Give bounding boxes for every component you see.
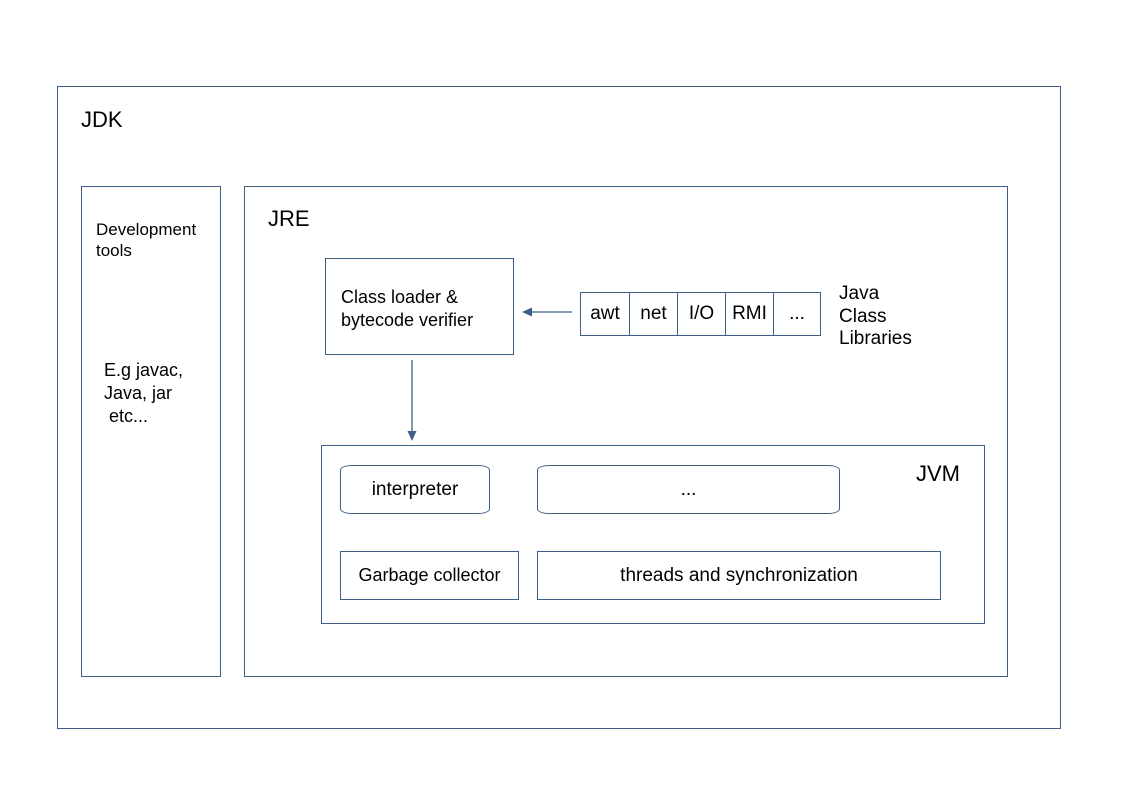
- library-rmi: RMI: [726, 293, 774, 335]
- library-net: net: [630, 293, 678, 335]
- jvm-label: JVM: [916, 461, 960, 486]
- library-awt: awt: [581, 293, 630, 335]
- threads-label: threads and synchronization: [620, 564, 858, 586]
- garbage-collector-label: Garbage collector: [358, 565, 501, 585]
- jdk-label: JDK: [81, 107, 123, 132]
- class-libraries-strip: awt net I/O RMI ...: [580, 292, 821, 336]
- threads-box: threads and synchronization: [537, 551, 941, 600]
- jvm-other-label: ...: [680, 478, 697, 500]
- interpreter-label: interpreter: [371, 478, 459, 500]
- jvm-other-box: ...: [537, 465, 840, 514]
- development-tools-title: Development tools: [96, 220, 197, 260]
- development-tools-examples: E.g javac, Java, jar etc...: [104, 360, 184, 426]
- class-loader-box: [325, 258, 514, 355]
- class-libraries-label: Java Class Libraries: [839, 283, 912, 349]
- development-tools-box: [81, 186, 221, 677]
- library-io: I/O: [678, 293, 726, 335]
- garbage-collector-box: Garbage collector: [340, 551, 519, 600]
- class-loader-label: Class loader & bytecode verifier: [341, 287, 474, 330]
- jre-label: JRE: [268, 206, 310, 231]
- library-more: ...: [789, 303, 805, 324]
- interpreter-box: interpreter: [340, 465, 490, 514]
